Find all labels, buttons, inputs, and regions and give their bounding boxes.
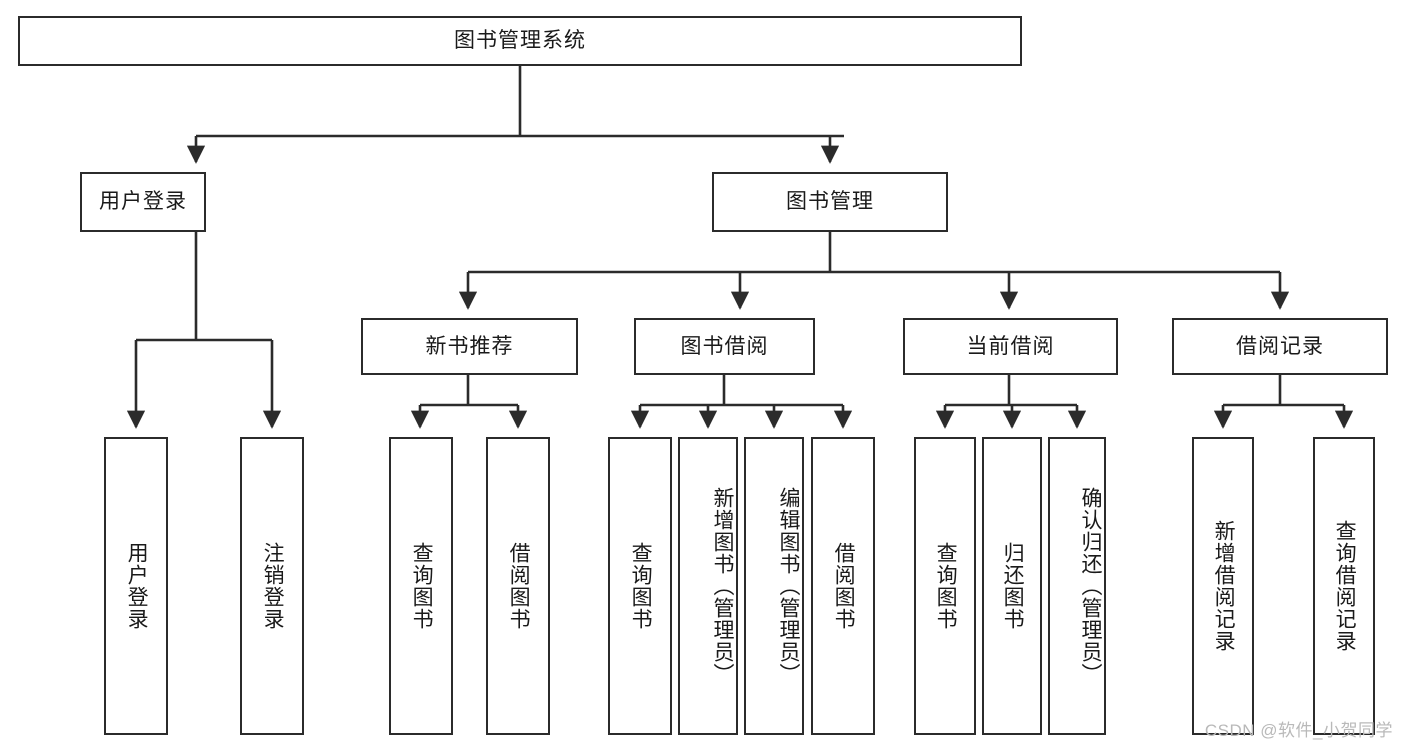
leaf-add-borrow-record-label: 新增借阅记录 — [1212, 520, 1236, 652]
leaf-confirm-return-admin-label: 确认归还（管理员） — [1079, 487, 1102, 685]
leaf-user-login-label: 用户登录 — [125, 542, 149, 630]
leaf-borrow-books-recommend[interactable]: 借阅图书 — [486, 437, 550, 735]
leaf-query-books-current[interactable]: 查询图书 — [914, 437, 976, 735]
leaf-borrow-books-label: 借阅图书 — [832, 542, 856, 630]
leaf-return-books-label: 归还图书 — [1001, 542, 1025, 630]
edge-group-root — [186, 66, 844, 164]
node-current-borrow[interactable]: 当前借阅 — [903, 318, 1118, 375]
node-book-management[interactable]: 图书管理 — [712, 172, 948, 232]
leaf-query-books-recommend-label: 查询图书 — [410, 542, 434, 630]
edge-group-borrow — [630, 375, 853, 429]
edge-group-current-borrow — [935, 375, 1087, 429]
leaf-edit-book-admin-label: 编辑图书（管理员） — [777, 487, 800, 685]
node-book-borrow-label: 图书借阅 — [680, 334, 769, 358]
leaf-query-books-borrow-label: 查询图书 — [629, 542, 653, 630]
node-new-book-recommendation-label: 新书推荐 — [425, 334, 514, 358]
leaf-borrow-books-recommend-label: 借阅图书 — [507, 542, 531, 630]
node-user-login[interactable]: 用户登录 — [80, 172, 206, 232]
node-borrow-records[interactable]: 借阅记录 — [1172, 318, 1388, 375]
leaf-return-books[interactable]: 归还图书 — [982, 437, 1042, 735]
node-borrow-records-label: 借阅记录 — [1236, 334, 1324, 358]
leaf-logout[interactable]: 注销登录 — [240, 437, 304, 735]
node-root-label: 图书管理系统 — [454, 29, 586, 53]
node-new-book-recommendation[interactable]: 新书推荐 — [361, 318, 578, 375]
node-user-login-label: 用户登录 — [99, 190, 187, 214]
leaf-add-book-admin-label: 新增图书（管理员） — [711, 487, 734, 685]
leaf-add-borrow-record[interactable]: 新增借阅记录 — [1192, 437, 1254, 735]
node-book-management-label: 图书管理 — [786, 190, 874, 214]
node-current-borrow-label: 当前借阅 — [966, 334, 1055, 358]
leaf-add-book-admin[interactable]: 新增图书（管理员） — [678, 437, 738, 735]
leaf-logout-label: 注销登录 — [261, 542, 285, 630]
edge-group-book-manage — [458, 232, 1290, 310]
leaf-query-books-recommend[interactable]: 查询图书 — [389, 437, 453, 735]
leaf-user-login[interactable]: 用户登录 — [104, 437, 168, 735]
node-book-borrow[interactable]: 图书借阅 — [634, 318, 815, 375]
edge-group-records — [1213, 375, 1354, 429]
leaf-query-borrow-record-label: 查询借阅记录 — [1333, 520, 1357, 652]
edge-group-new-books — [410, 375, 528, 429]
leaf-confirm-return-admin[interactable]: 确认归还（管理员） — [1048, 437, 1106, 735]
edge-group-user-login — [126, 232, 282, 429]
leaf-borrow-books[interactable]: 借阅图书 — [811, 437, 875, 735]
node-root[interactable]: 图书管理系统 — [18, 16, 1022, 66]
leaf-query-books-current-label: 查询图书 — [934, 542, 958, 630]
watermark: CSDN @软件_小贺同学 — [1204, 721, 1393, 740]
leaf-query-borrow-record[interactable]: 查询借阅记录 — [1313, 437, 1375, 735]
leaf-edit-book-admin[interactable]: 编辑图书（管理员） — [744, 437, 804, 735]
leaf-query-books-borrow[interactable]: 查询图书 — [608, 437, 672, 735]
